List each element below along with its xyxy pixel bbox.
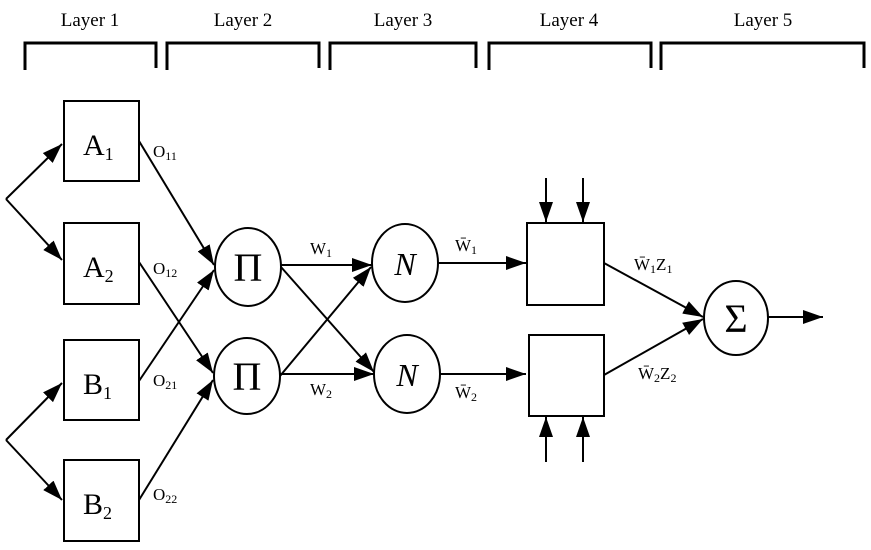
layer-4-label: Layer 4 [540,10,599,31]
edge-label-w1: W1 [310,239,332,260]
edge-a1-pi1 [138,140,215,266]
edge-label-wbar2: W̄2 [455,383,477,404]
node-product-1: Π [214,227,282,307]
layer-3-bracket [328,41,478,70]
edge-pi2-n1 [279,266,372,377]
edge-label-o22: O22 [153,485,177,506]
edge-label-w2: W2 [310,380,332,401]
edge-a2-pi2 [138,261,214,374]
svg-text:B2: B2 [83,488,112,523]
layer-5-label: Layer 5 [734,10,793,31]
input-y-fork [5,382,63,501]
edge-label-wbar2-z2: W̄2Z2 [638,364,676,385]
layer-4-bracket [487,41,653,70]
layer-1-label: Layer 1 [61,10,120,31]
node-consequent-1 [526,222,605,306]
edge-label-wbar1-z1: W̄1Z1 [634,255,672,276]
edge-b2-pi2 [138,379,214,501]
node-normalize-1: N [371,223,439,303]
edge-l4b-sum [603,318,704,376]
edge-label-o21: O21 [153,371,177,392]
edge-label-o12: O12 [153,259,177,280]
layer-2-bracket [165,41,321,70]
node-a2: A2 [63,222,140,305]
layer-3-label: Layer 3 [374,10,433,31]
node-product-2: Π [213,337,281,415]
node-consequent-2 [528,334,605,417]
svg-text:A2: A2 [83,251,114,286]
layer-1-bracket [23,41,158,70]
sigma-icon: Σ [724,296,747,341]
input-x-fork [5,143,63,261]
edge-label-o11: O11 [153,142,177,163]
edge-label-wbar1: W̄1 [455,236,477,257]
node-a1: A1 [63,100,140,182]
node-b1: B1 [63,339,140,421]
node-sum: Σ [703,280,769,356]
normalize-icon: N [393,246,417,282]
svg-text:B1: B1 [83,368,112,403]
product-icon: Π [233,354,262,399]
node-normalize-2: N [373,334,441,414]
node-b2: B2 [63,459,140,542]
product-icon: Π [234,245,263,290]
edge-b1-pi1 [138,269,215,382]
svg-text:A1: A1 [83,129,114,164]
edge-l4a-sum [603,262,704,318]
layer-2-label: Layer 2 [214,10,273,31]
normalize-icon: N [395,357,419,393]
layer-5-bracket [659,41,866,70]
